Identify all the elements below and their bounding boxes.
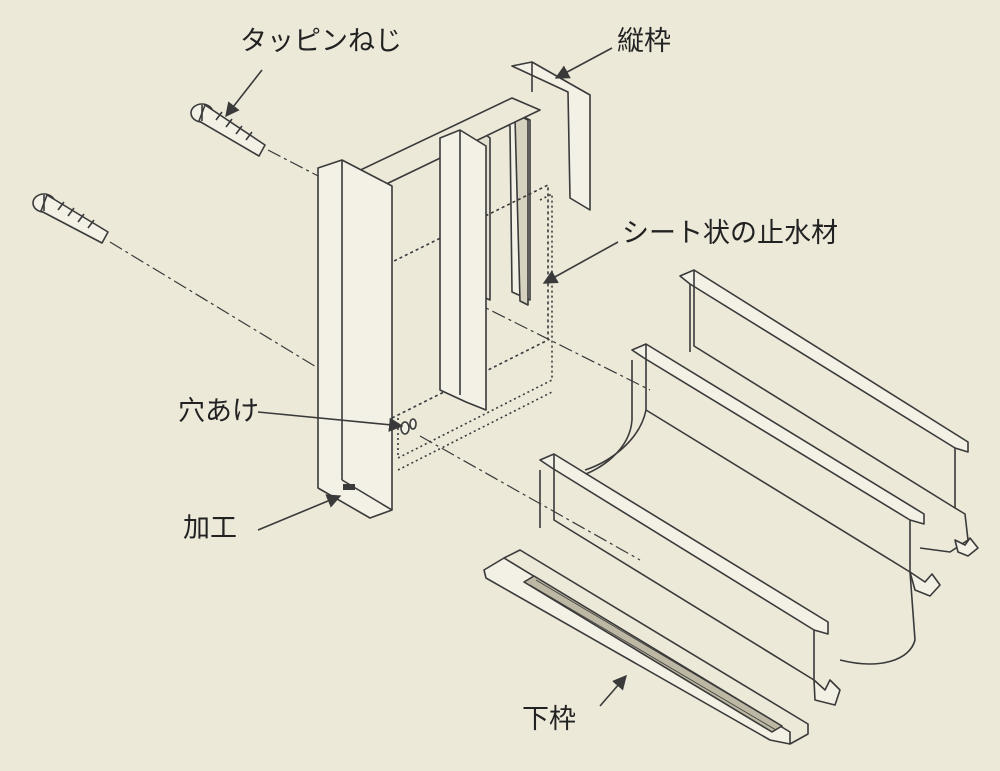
label-processing: 加工 <box>183 513 237 544</box>
tapping-screw-upper <box>190 103 266 157</box>
arrow-hole-drilling <box>257 411 404 432</box>
vertical-frame <box>317 61 591 519</box>
arrow-sheet-sealant <box>542 241 619 284</box>
label-hole-drilling: 穴あけ <box>178 396 259 427</box>
bottom-frame <box>483 269 979 745</box>
arrow-bottom-frame <box>599 674 627 707</box>
arrow-processing <box>257 494 342 531</box>
arrow-tapping-screw <box>225 69 263 118</box>
arrow-vertical-frame <box>554 47 613 79</box>
label-bottom-frame: 下枠 <box>522 704 576 735</box>
label-vertical-frame: 縦枠 <box>617 26 671 57</box>
assembly-centerlines <box>109 149 651 561</box>
label-sheet-sealant: シート状の止水材 <box>622 218 838 249</box>
label-tapping-screw: タッピンねじ <box>240 26 402 57</box>
tapping-screw-lower <box>32 193 109 244</box>
leader-lines <box>225 47 627 707</box>
